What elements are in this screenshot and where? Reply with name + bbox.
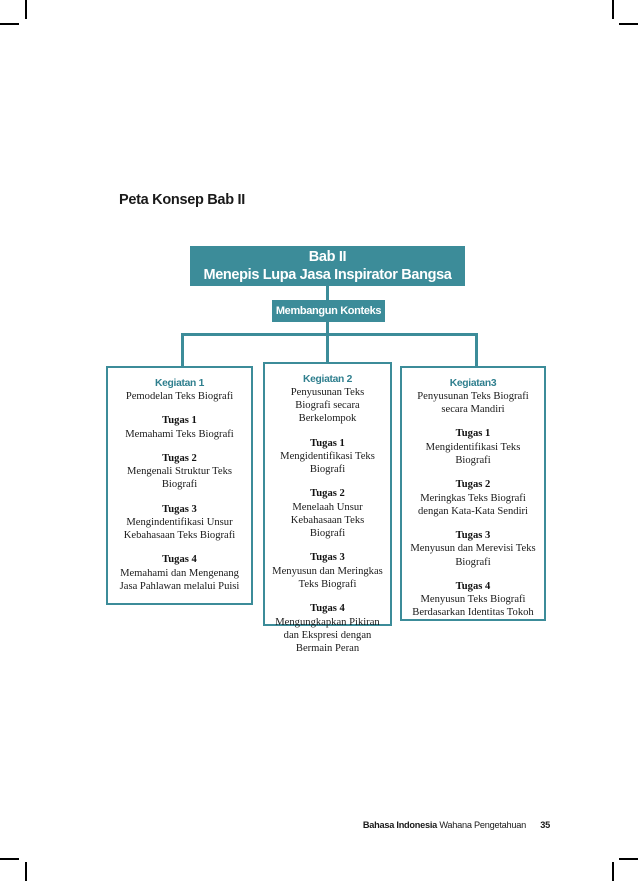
- connector-drop-column-2: [326, 333, 329, 363]
- activity-column-3: Kegiatan3 Penyusunan Teks Biografi secar…: [400, 366, 546, 621]
- task-label: Tugas 4: [162, 554, 197, 566]
- task-label: Tugas 3: [162, 503, 197, 515]
- task-label: Tugas 4: [455, 580, 491, 592]
- task-label: Tugas 4: [310, 603, 345, 615]
- chapter-title-label: Menepis Lupa Jasa Inspirator Bangsa: [203, 266, 452, 283]
- task-text: Mengenali Struktur Teks Biografi: [127, 466, 232, 491]
- activity-column-2: Kegiatan 2 Penyusunan Teks Biografi seca…: [263, 362, 392, 654]
- task-item: Tugas 1 Memahami Teks Biografi: [115, 414, 244, 441]
- crop-mark-top-left-horizontal: [0, 23, 19, 25]
- task-label: Tugas 3: [310, 552, 345, 564]
- task-label: Tugas 2: [310, 488, 345, 500]
- task-label: Tugas 3: [455, 530, 491, 542]
- task-text: Mengungkapkan Pikiran dan Ekspresi denga…: [275, 616, 380, 655]
- task-text: Menelaah Unsur Kebahasaan Teks Biografi: [290, 501, 365, 540]
- crop-mark-bottom-right-vertical: [612, 862, 614, 881]
- crop-mark-top-right-horizontal: [619, 23, 638, 25]
- task-text: Memahami dan Mengenang Jasa Pahlawan mel…: [119, 567, 240, 593]
- connector-distributor-bar: [181, 333, 478, 336]
- task-label: Tugas 1: [310, 437, 345, 449]
- task-label: Tugas 2: [162, 452, 197, 464]
- task-item: Tugas 4 Menyusun Teks Biografi Berdasark…: [409, 580, 537, 620]
- connector-context-stem: [326, 322, 329, 336]
- footer-page-number: 35: [540, 820, 550, 830]
- task-item: Tugas 3 Menyusun dan Meringkas Teks Biog…: [272, 551, 383, 591]
- task-text: Menyusun Teks Biografi Berdasarkan Ident…: [412, 594, 534, 619]
- task-text: Meringkas Teks Biografi dengan Kata-Kata…: [417, 492, 528, 517]
- crop-mark-bottom-right-horizontal: [619, 858, 638, 860]
- task-item: Tugas 4 Mengungkapkan Pikiran dan Ekspre…: [272, 602, 383, 655]
- chapter-header-box: Bab II Menepis Lupa Jasa Inspirator Bang…: [190, 246, 465, 286]
- crop-mark-top-right-vertical: [612, 0, 614, 19]
- task-item: Tugas 4 Memahami dan Mengenang Jasa Pahl…: [115, 553, 244, 593]
- connector-chapter-to-context: [326, 286, 329, 300]
- task-text: Memahami Teks Biografi: [125, 428, 234, 440]
- task-item: Tugas 2 Mengenali Struktur Teks Biografi: [115, 452, 244, 492]
- connector-drop-column-3: [475, 333, 478, 366]
- task-label: Tugas 2: [455, 479, 491, 491]
- task-text: Menyusun dan Merevisi Teks Biografi: [410, 543, 536, 568]
- crop-mark-bottom-left-horizontal: [0, 858, 19, 860]
- page-title: Peta Konsep Bab II: [119, 192, 245, 208]
- footer-book-title: Bahasa Indonesia: [362, 820, 438, 830]
- task-label: Tugas 1: [455, 428, 491, 440]
- page-footer: Bahasa Indonesia Wahana Pengetahuan 35: [363, 820, 550, 830]
- task-item: Tugas 1 Mengidentifikasi Teks Biografi: [272, 437, 383, 477]
- task-item: Tugas 2 Meringkas Teks Biografi dengan K…: [409, 478, 537, 518]
- activity-subtitle-2: Penyusunan Teks Biografi secara Berkelom…: [290, 387, 365, 425]
- activity-subtitle-3: Penyusunan Teks Biografi secara Mandiri: [417, 391, 529, 416]
- task-item: Tugas 2 Menelaah Unsur Kebahasaan Teks B…: [272, 487, 383, 540]
- activity-title-3: Kegiatan3: [449, 378, 497, 389]
- activity-title-1: Kegiatan 1: [154, 378, 205, 389]
- task-item: Tugas 3 Menyusun dan Merevisi Teks Biogr…: [409, 529, 537, 569]
- footer-book-subtitle: Wahana Pengetahuan: [439, 820, 526, 830]
- activity-column-1: Kegiatan 1 Pemodelan Teks Biografi Tugas…: [106, 366, 253, 605]
- task-text: Menyusun dan Meringkas Teks Biografi: [272, 565, 383, 591]
- activity-subtitle-1: Pemodelan Teks Biografi: [125, 391, 234, 402]
- task-text: Mengindentifikasi Unsur Kebahasaan Teks …: [123, 517, 236, 542]
- connector-drop-column-1: [181, 333, 184, 366]
- task-label: Tugas 1: [162, 415, 197, 427]
- chapter-number-label: Bab II: [308, 249, 347, 265]
- task-item: Tugas 1 Mengidentifikasi Teks Biografi: [409, 427, 537, 467]
- task-text: Mengidentifikasi Teks Biografi: [425, 441, 521, 467]
- task-text: Mengidentifikasi Teks Biografi: [280, 451, 375, 476]
- activity-title-2: Kegiatan 2: [302, 374, 353, 385]
- task-item: Tugas 3 Mengindentifikasi Unsur Kebahasa…: [115, 503, 244, 543]
- context-box: Membangun Konteks: [272, 300, 385, 322]
- crop-mark-top-left-vertical: [25, 0, 27, 19]
- crop-mark-bottom-left-vertical: [25, 862, 27, 881]
